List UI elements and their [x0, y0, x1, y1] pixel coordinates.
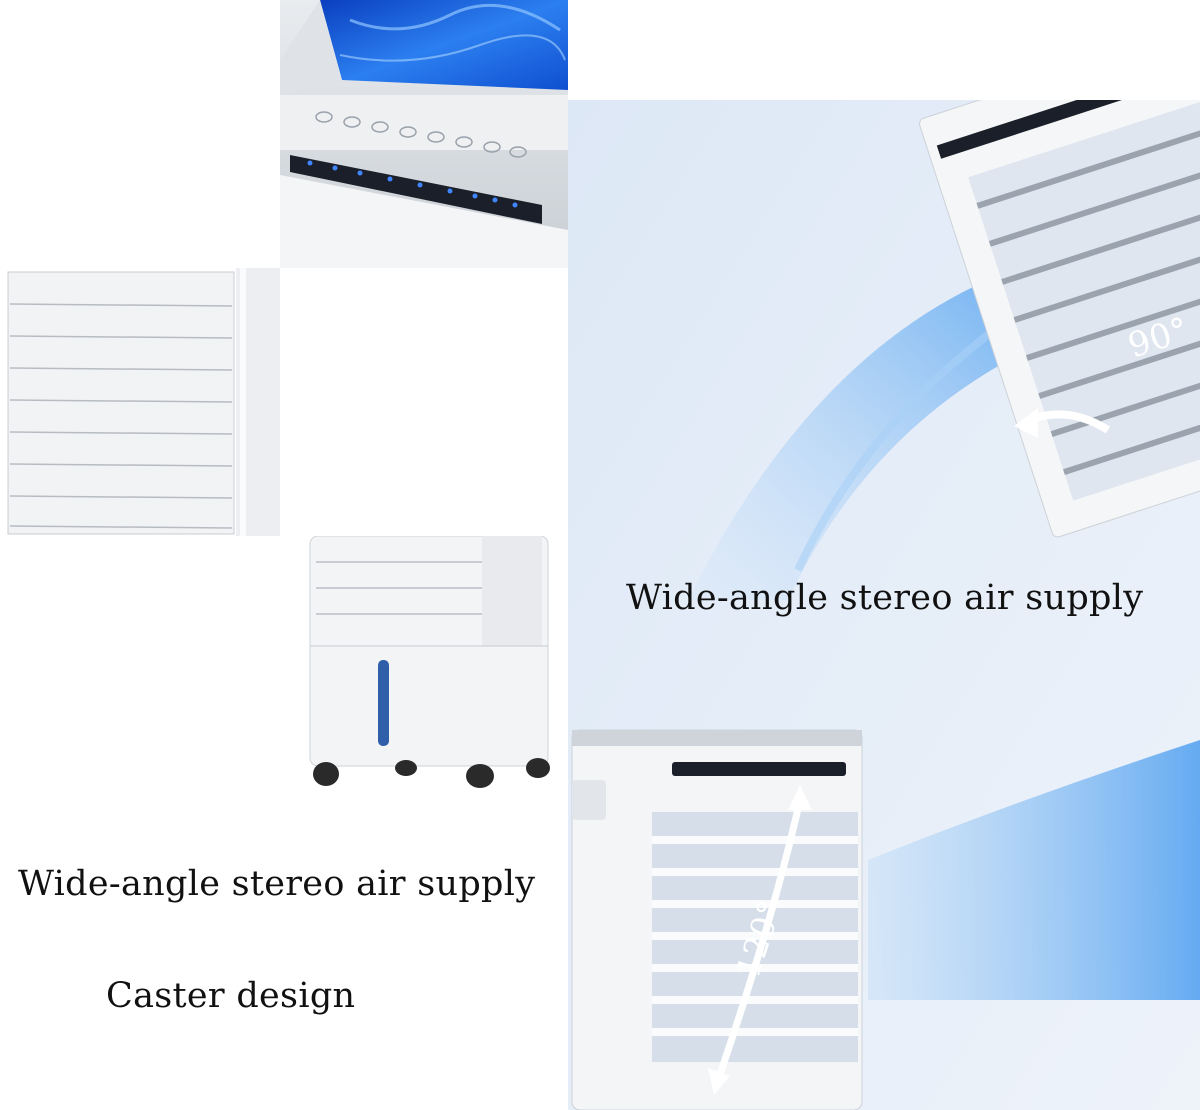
right-feature-title: Wide-angle stereo air supply — [626, 578, 1144, 618]
left-feature-title: Wide-angle stereo air supply — [18, 864, 536, 904]
water-tank-photo — [280, 0, 568, 268]
curved-arrow-icon — [1014, 408, 1111, 438]
double-curved-arrow-icon — [708, 785, 812, 1095]
airflow-photo — [568, 100, 1200, 1110]
louver-panel-photo — [0, 268, 282, 536]
caster-feature-title: Caster design — [106, 976, 356, 1016]
caster-unit-photo — [282, 536, 568, 804]
